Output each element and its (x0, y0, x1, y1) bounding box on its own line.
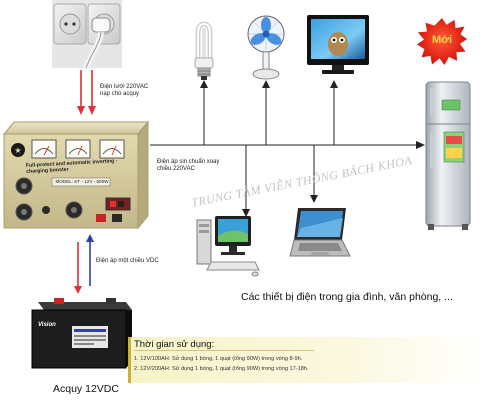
devices-caption: Các thiết bị điện trong gia đình, văn ph… (241, 291, 453, 303)
usage-title: Thời gian sử dụng: (134, 339, 215, 350)
dc-arrows (74, 234, 94, 294)
ac-output-label: Điện áp sin chuẩn xoay chiều 220VAC (157, 159, 220, 172)
usage-panel: Thời gian sử dụng: 1. 12V/100AH: Sử dụng… (128, 337, 488, 383)
grid-arrow-2 (88, 70, 96, 115)
light-bulb-icon (194, 21, 214, 80)
television-icon (307, 15, 369, 74)
dc-link-label: Điện áp một chiều VDC (96, 258, 159, 264)
grid-arrows (77, 70, 85, 115)
battery-brand-label: Vision (38, 322, 56, 328)
usage-line-1: 1. 12V/100AH: Sử dụng 1 bóng, 1 quạt (tổ… (134, 356, 303, 362)
battery-icon (31, 298, 132, 369)
laptop-icon (289, 208, 351, 257)
inverter-device: ★ (2, 120, 150, 230)
refrigerator-icon (425, 81, 471, 230)
wall-outlet-photo (52, 0, 122, 68)
svg-text:★: ★ (14, 146, 21, 155)
desktop-computer-icon (196, 216, 260, 277)
grid-input-label: Điện lưới 220VAC nạp cho acquy (100, 84, 149, 97)
electric-fan-icon (247, 15, 285, 80)
usage-line-2: 2. 12V/200AH: Sử dụng 1 bóng, 1 quạt (tổ… (134, 366, 309, 372)
inverter-model-label: MODEL: KT - 12V - 500W (55, 179, 109, 184)
new-badge-label: Mới (431, 34, 453, 46)
battery-caption: Acquy 12VDC (53, 383, 119, 395)
